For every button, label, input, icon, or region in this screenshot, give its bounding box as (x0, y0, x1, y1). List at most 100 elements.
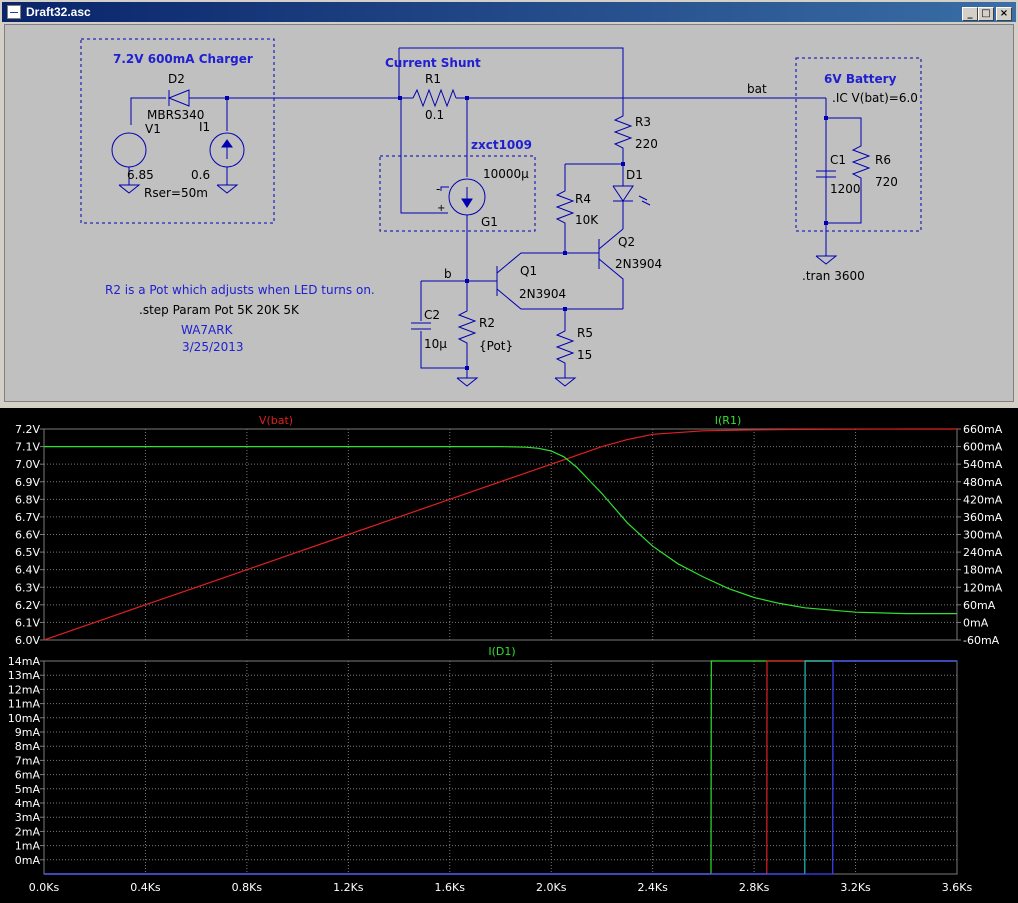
r5-name: R5 (577, 326, 593, 340)
y-tick-label-right: 120mA (963, 581, 1003, 594)
junction (621, 162, 625, 166)
y-tick-label-right: 540mA (963, 458, 1003, 471)
junction (465, 366, 469, 370)
r3-resistor-symbol (613, 111, 633, 161)
r1-name: R1 (425, 72, 441, 86)
y-tick-label-left: 0mA (15, 854, 41, 867)
y-tick-label-left: 12mA (8, 683, 41, 696)
c1-name: C1 (830, 153, 846, 167)
r4-resistor-symbol (555, 164, 575, 251)
y-tick-label-right: 600mA (963, 441, 1003, 454)
junction (824, 116, 828, 120)
x-tick-label: 1.2Ks (333, 881, 364, 894)
x-tick-label: 0.0Ks (29, 881, 60, 894)
q2-model: 2N3904 (615, 257, 662, 271)
x-tick-label: 3.2Ks (840, 881, 871, 894)
junction (465, 279, 469, 283)
ground-icon (118, 184, 141, 194)
g1-name: G1 (481, 215, 498, 229)
plot-background (0, 408, 1018, 903)
y-tick-label-right: 0mA (963, 616, 989, 629)
tran-directive: .tran 3600 (802, 269, 865, 283)
pane-top[interactable]: 7.2V7.1V7.0V6.9V6.8V6.7V6.6V6.5V6.4V6.3V… (15, 414, 1003, 647)
r6-name: R6 (875, 153, 891, 167)
zxct-label: zxct1009 (471, 138, 532, 152)
charger-box-label: 7.2V 600mA Charger (113, 52, 253, 66)
x-tick-label: 0.4Ks (130, 881, 161, 894)
v1-source-symbol (111, 132, 147, 168)
arrow-head (221, 139, 233, 148)
y-tick-label-right: 420mA (963, 493, 1003, 506)
trace-v-bat-[interactable] (43, 428, 957, 641)
r1-value: 0.1 (425, 108, 444, 122)
maximize-button[interactable]: □ (978, 7, 994, 21)
ground-icon (815, 255, 838, 265)
y-tick-label-left: 7mA (15, 754, 41, 767)
y-tick-label-left: 10mA (8, 712, 41, 725)
schematic-canvas[interactable]: 7.2V 600mA Charger D2 MBRS340 V1 6.85 Rs… (4, 24, 1014, 402)
q1-collector (496, 252, 599, 274)
d1-led-symbol (612, 185, 634, 202)
ground-icon (216, 184, 239, 194)
d2-diode-symbol (167, 89, 190, 107)
junction (824, 221, 828, 225)
q1-name: Q1 (520, 264, 537, 278)
wire (399, 47, 624, 111)
y-tick-label-left: 1mA (15, 840, 41, 853)
c1-value: 1200 (830, 182, 861, 196)
trace-step-3[interactable] (44, 660, 957, 875)
g1-value: 10000µ (483, 167, 529, 181)
c2-name: C2 (424, 308, 440, 322)
junction (225, 96, 229, 100)
i1-name: I1 (199, 120, 210, 134)
pane-splitter[interactable] (0, 402, 1018, 408)
battery-box (795, 57, 922, 232)
title-bar[interactable]: Draft32.asc _ □ × (2, 2, 1016, 22)
window-title: Draft32.asc (26, 5, 91, 19)
q1-emitter (496, 288, 623, 310)
current-shunt-label: Current Shunt (385, 56, 481, 70)
d2-name: D2 (168, 72, 185, 86)
v1-name: V1 (145, 122, 161, 136)
close-button[interactable]: × (996, 7, 1012, 21)
r5-resistor-symbol (555, 309, 575, 378)
minimize-button[interactable]: _ (962, 7, 978, 21)
step-directive: .step Param Pot 5K 20K 5K (139, 303, 300, 317)
y-tick-label-left: 6.1V (15, 616, 40, 629)
y-tick-label-left: 6.7V (15, 511, 40, 524)
ground-icon (554, 377, 577, 387)
trace-label: I(R1) (715, 414, 741, 427)
r5-value: 15 (577, 348, 592, 362)
y-tick-label-left: 6.6V (15, 529, 40, 542)
junction (465, 96, 469, 100)
r3-name: R3 (635, 115, 651, 129)
x-tick-label: 3.6Ks (942, 881, 973, 894)
y-tick-label-left: 8mA (15, 740, 41, 753)
q2-name: Q2 (618, 235, 635, 249)
y-tick-label-left: 5mA (15, 783, 41, 796)
y-tick-label-left: 13mA (8, 669, 41, 682)
x-tick-label: 2.8Ks (739, 881, 770, 894)
y-tick-label-left: 9mA (15, 726, 41, 739)
wire (440, 186, 449, 191)
v1-rser: Rser=50m (144, 186, 208, 200)
trace-i-r1-[interactable] (44, 446, 957, 615)
y-tick-label-left: 7.2V (15, 423, 40, 436)
y-tick-label-left: 11mA (8, 698, 41, 711)
comment-pot: R2 is a Pot which adjusts when LED turns… (105, 283, 375, 297)
junction (563, 307, 567, 311)
y-tick-label-left: 7.0V (15, 458, 40, 471)
c2-value: 10µ (424, 337, 447, 351)
y-tick-label-left: 6.0V (15, 634, 40, 647)
x-tick-label: 2.4Ks (637, 881, 668, 894)
q2-collector (598, 228, 624, 250)
zxct-box (379, 155, 536, 232)
y-tick-label-left: 6mA (15, 769, 41, 782)
x-tick-label: 2.0Ks (536, 881, 567, 894)
r1-resistor-symbol (412, 88, 457, 108)
y-tick-label-left: 7.1V (15, 441, 40, 454)
y-tick-label-left: 6.8V (15, 493, 40, 506)
